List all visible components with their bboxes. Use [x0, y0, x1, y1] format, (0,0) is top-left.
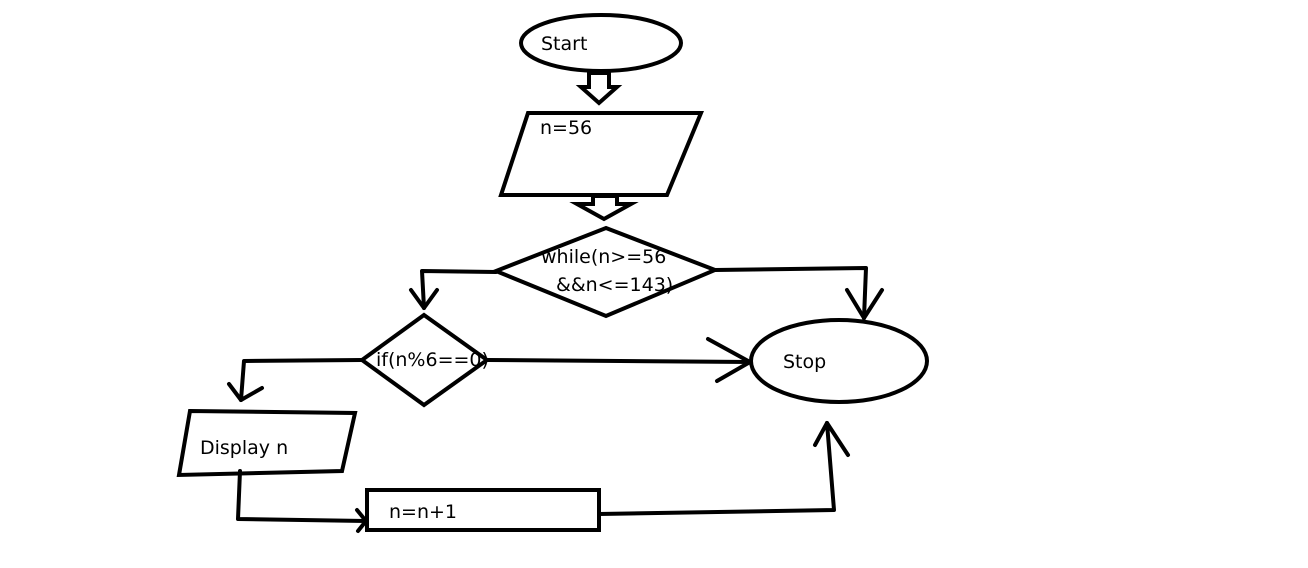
- connector-if-to-display: [227, 358, 364, 402]
- input-node: n=56: [498, 111, 704, 197]
- connector-while-to-stop: [713, 266, 884, 320]
- start-node: Start: [519, 13, 683, 73]
- increment-node: n=n+1: [365, 488, 601, 532]
- connector-increment-to-stop: [597, 421, 850, 516]
- if-decision-node: if(n%6==0): [358, 312, 491, 408]
- increment-label: n=n+1: [389, 501, 457, 523]
- while-label-line2: &&n<=143): [556, 274, 673, 296]
- display-label: Display n: [200, 437, 288, 459]
- stop-label: Stop: [783, 351, 826, 373]
- arrow-start-to-input: [575, 71, 623, 106]
- arrow-input-to-while: [569, 194, 639, 222]
- while-decision-node: while(n>=56 &&n<=143): [490, 225, 721, 319]
- start-label: Start: [541, 33, 587, 55]
- connector-while-to-if: [409, 269, 498, 310]
- if-label: if(n%6==0): [376, 349, 489, 371]
- connector-display-to-increment: [236, 469, 368, 533]
- input-label: n=56: [540, 117, 592, 139]
- while-label-line1: while(n>=56: [541, 246, 666, 268]
- stop-node: Stop: [749, 318, 929, 404]
- connector-if-to-stop: [485, 337, 752, 383]
- display-node: Display n: [176, 408, 358, 478]
